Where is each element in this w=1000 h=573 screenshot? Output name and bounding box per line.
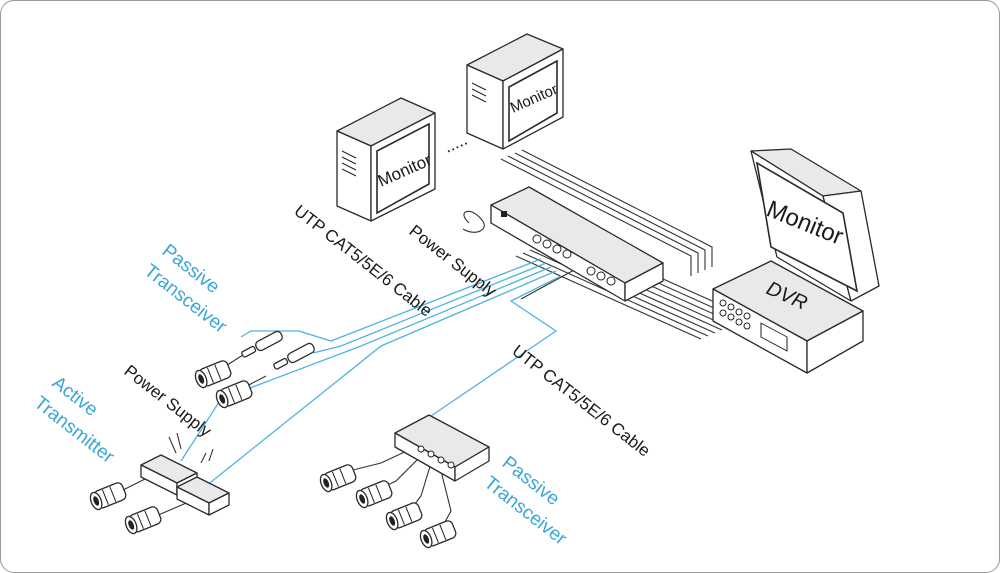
cable-label-lower: UTP CAT5/5E/6 Cable [509, 341, 654, 460]
hub-ports [501, 211, 616, 286]
monitor-to-hub-cables [500, 149, 713, 276]
dvr-recorder: DVR [712, 260, 864, 374]
hub-power-wire [520, 268, 577, 300]
dvr-ports [719, 299, 788, 352]
active-transmitter-box [176, 476, 230, 516]
camera-icon [383, 500, 425, 532]
video-hub [490, 186, 664, 302]
power-plug-icon [168, 432, 214, 464]
lower-passive-hub [394, 414, 490, 482]
camera-icon [87, 480, 129, 512]
left-passive-baluns [241, 330, 315, 370]
camera-icon [213, 378, 255, 410]
camera-icon [317, 462, 359, 494]
monitor-left: Monitor [336, 97, 436, 222]
camera-icon [417, 518, 459, 550]
camera-icon [192, 358, 234, 390]
camera-icon [353, 478, 395, 510]
vent-grill [341, 150, 357, 177]
wires [120, 149, 751, 530]
power-cord [462, 210, 485, 233]
more-monitors-ellipsis: ..... [441, 130, 470, 157]
vent-grill [471, 82, 487, 103]
dvr-monitor: Monitor [750, 148, 880, 302]
active-transmitters [140, 432, 230, 516]
camera-icon [122, 504, 164, 536]
utp-blue-lines-left [180, 258, 557, 487]
power-supply-label-upper: Power Supply [406, 221, 501, 301]
monitor-top: Monitor [466, 33, 564, 150]
cable-label-upper: UTP CAT5/5E/6 Cable [291, 201, 436, 320]
